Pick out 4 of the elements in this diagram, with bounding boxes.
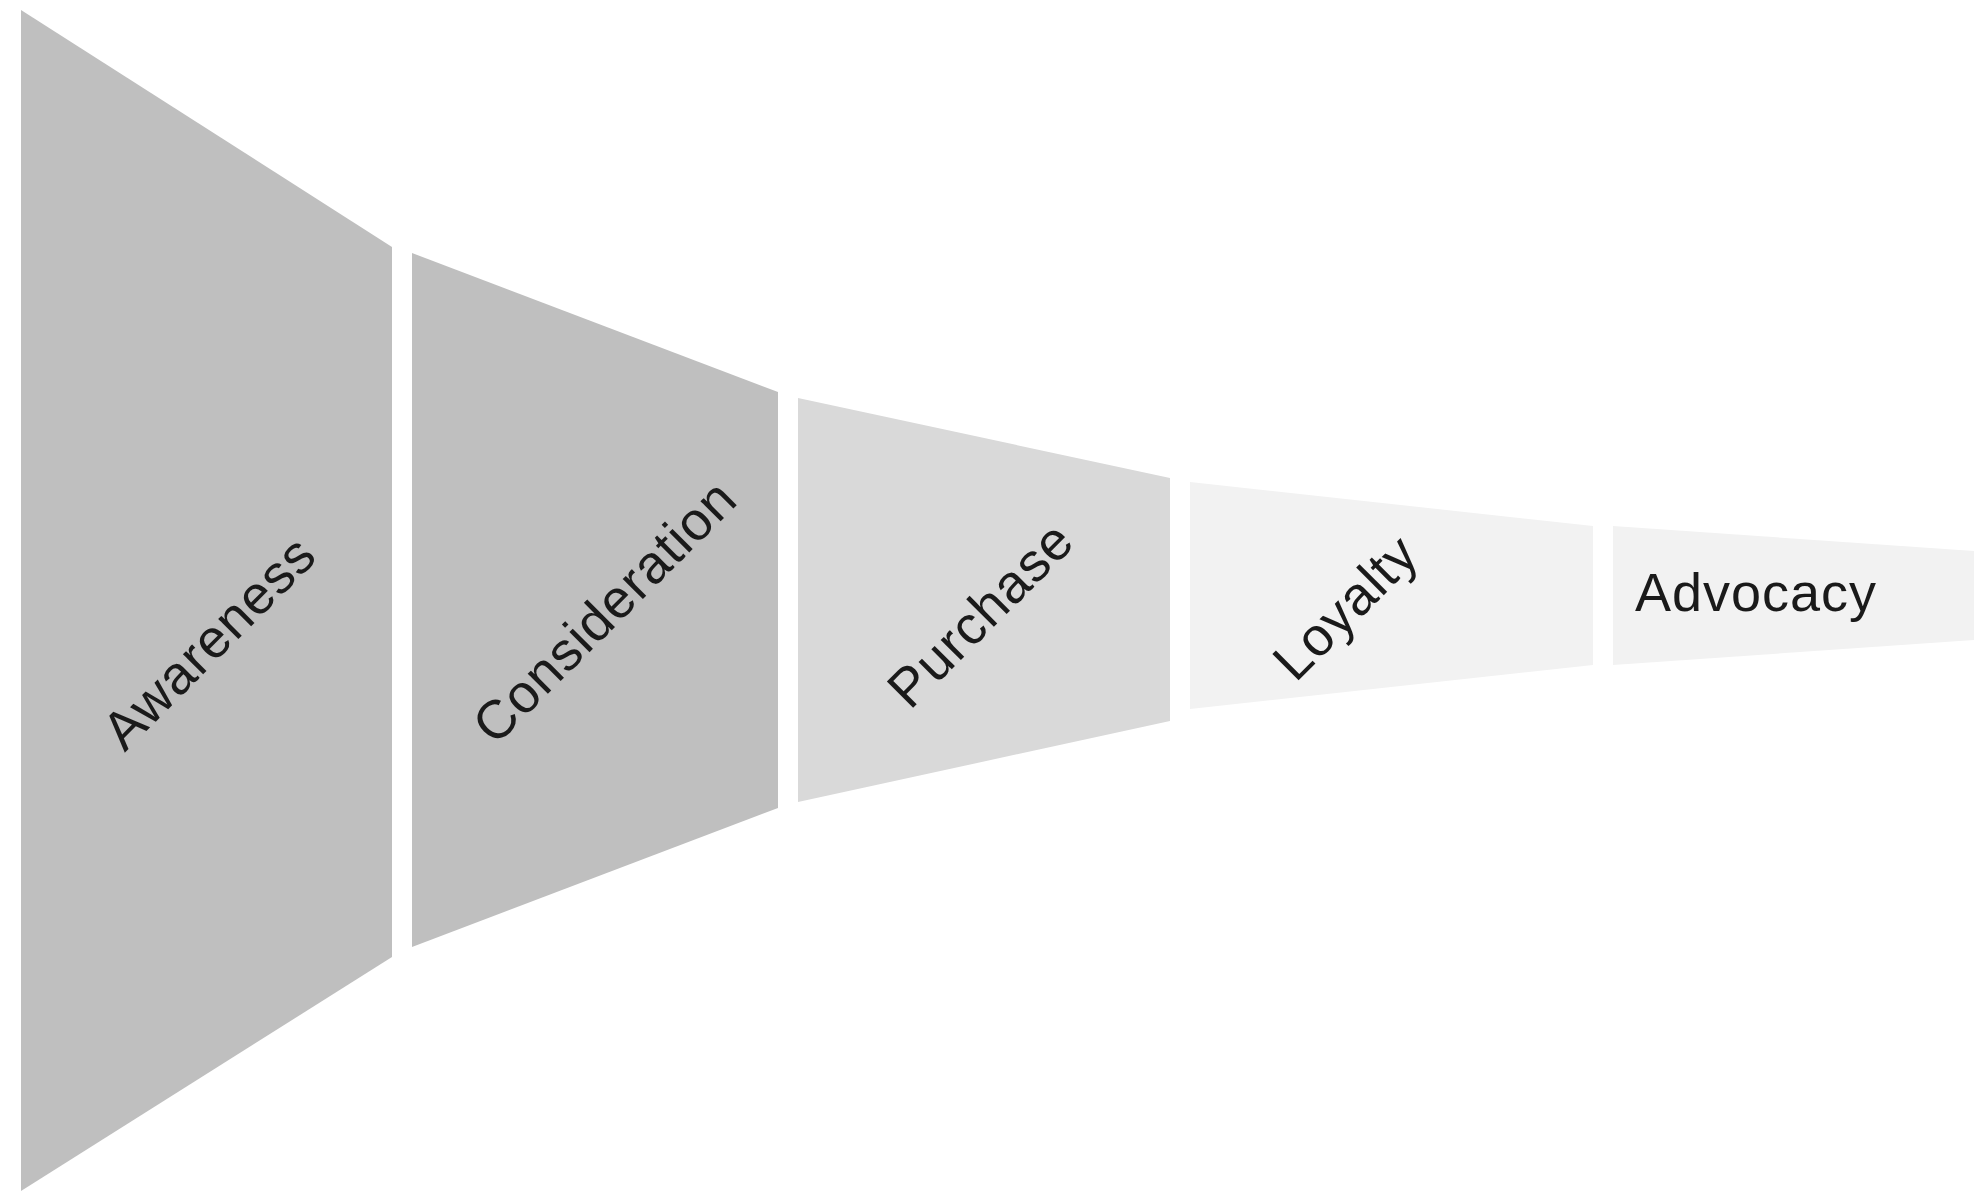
funnel-stage <box>21 10 392 1191</box>
stage-label: Advocacy <box>1635 561 1878 623</box>
funnel-stage <box>798 398 1170 802</box>
funnel-stage <box>412 253 778 947</box>
